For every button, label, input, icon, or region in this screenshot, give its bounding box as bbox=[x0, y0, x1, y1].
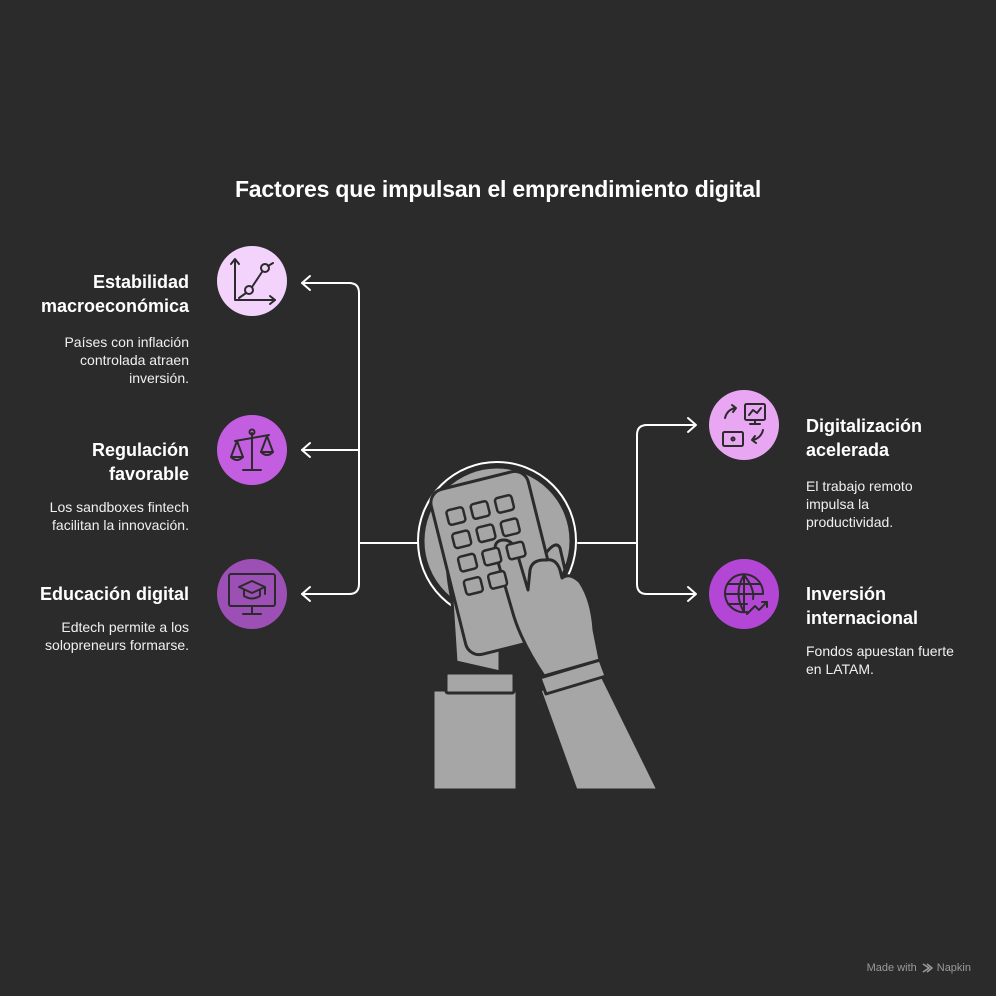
line-chart-icon bbox=[230, 258, 276, 305]
factor-icon-estabilidad bbox=[217, 246, 287, 316]
global-growth-icon bbox=[724, 573, 768, 615]
arrowhead-inversion bbox=[687, 586, 697, 602]
arrowhead-educacion bbox=[301, 586, 311, 602]
factor-icon-inversion bbox=[709, 559, 779, 629]
made-with-credit[interactable]: Made with Napkin bbox=[867, 962, 971, 974]
balance-scale-icon bbox=[230, 428, 274, 471]
made-with-label: Made with bbox=[866, 962, 917, 974]
online-graduation-icon bbox=[228, 573, 276, 615]
factor-icon-digitalizacion bbox=[709, 390, 779, 460]
remote-work-icon bbox=[722, 403, 766, 447]
factor-heading-inversion: Inversión internacional bbox=[806, 584, 919, 628]
factor-heading-educacion: Educación digital bbox=[39, 584, 189, 604]
factor-heading-estabilidad: Estabilidad macroeconómica bbox=[40, 272, 189, 316]
arrowhead-digitalizacion bbox=[687, 417, 697, 433]
page-title: Factores que impulsan el emprendimiento … bbox=[234, 176, 762, 202]
factor-icon-educacion bbox=[217, 559, 287, 629]
factor-desc-estabilidad: Países con inflación controlada atraen i… bbox=[64, 334, 189, 386]
connector-right-trunk bbox=[636, 424, 696, 436]
factor-desc-digitalizacion: El trabajo remoto impulsa la productivid… bbox=[806, 478, 913, 530]
connector-left-trunk bbox=[301, 282, 360, 294]
factor-heading-regulacion: Regulación favorable bbox=[91, 440, 189, 484]
napkin-logo-icon bbox=[922, 963, 933, 973]
factor-heading-digitalizacion: Digitalización acelerada bbox=[806, 416, 923, 460]
napkin-brand: Napkin bbox=[936, 962, 971, 974]
arrowhead-regulacion bbox=[301, 442, 311, 458]
arrowhead-estabilidad bbox=[301, 275, 311, 291]
factor-desc-educacion: Edtech permite a los solopreneurs formar… bbox=[45, 619, 189, 653]
factor-desc-regulacion: Los sandboxes fintech facilitan la innov… bbox=[49, 499, 189, 533]
factor-icon-regulacion bbox=[217, 415, 287, 485]
factor-desc-inversion: Fondos apuestan fuerte en LATAM. bbox=[806, 643, 954, 677]
